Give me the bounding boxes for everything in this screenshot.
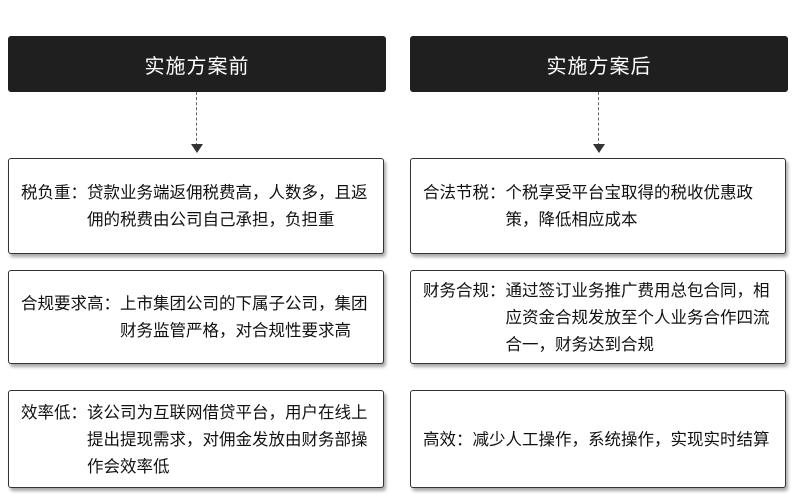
before-dashed-connector (196, 92, 197, 146)
card-text: 上市集团公司的下属子公司，集团财务监管严格，对合规性要求高 (120, 294, 368, 340)
card-label: 高效： (423, 429, 473, 449)
card-text: 个税享受平台宝取得的税收优惠政策，降低相应成本 (505, 183, 754, 229)
after-dashed-connector (598, 92, 599, 146)
card-text: 减少人工操作，系统操作，实现实时结算 (472, 429, 770, 449)
after-arrow-down-icon (593, 144, 605, 153)
before-card-compliance: 合规要求高： 上市集团公司的下属子公司，集团财务监管严格，对合规性要求高 (8, 270, 384, 364)
card-text: 通过签订业务推广费用总包合同，相应资金合规发放至个人业务合作四流合一，财务达到合… (505, 280, 770, 354)
after-header: 实施方案后 (410, 36, 788, 92)
after-column: 实施方案后 合法节税： 个税享受平台宝取得的税收优惠政策，降低相应成本 财务合规… (410, 0, 788, 500)
before-card-efficiency: 效率低： 该公司为互联网借贷平台，用户在线上提出提现需求，对佣金发放由财务部操作… (8, 390, 384, 488)
before-title: 实施方案前 (144, 53, 250, 78)
card-label: 财务合规： (423, 280, 506, 300)
card-label: 合规要求高： (21, 294, 120, 313)
card-label: 合法节税： (423, 183, 506, 202)
card-text: 贷款业务端返佣税费高，人数多，且返佣的税费由公司自己承担，负担重 (87, 183, 368, 229)
after-card-financial-compliance: 财务合规： 通过签订业务推广费用总包合同，相应资金合规发放至个人业务合作四流合一… (410, 270, 786, 364)
after-title: 实施方案后 (546, 53, 652, 78)
card-label: 税负重： (21, 183, 87, 202)
before-arrow-down-icon (191, 144, 203, 153)
card-text: 该公司为互联网借贷平台，用户在线上提出提现需求，对佣金发放由财务部操作会效率低 (87, 402, 368, 476)
before-card-tax-burden: 税负重： 贷款业务端返佣税费高，人数多，且返佣的税费由公司自己承担，负担重 (8, 158, 384, 254)
after-card-legal-tax-saving: 合法节税： 个税享受平台宝取得的税收优惠政策，降低相应成本 (410, 158, 786, 254)
card-label: 效率低： (21, 402, 87, 422)
before-header: 实施方案前 (8, 36, 386, 92)
before-column: 实施方案前 税负重： 贷款业务端返佣税费高，人数多，且返佣的税费由公司自己承担，… (8, 0, 386, 500)
after-card-high-efficiency: 高效： 减少人工操作，系统操作，实现实时结算 (410, 390, 786, 488)
